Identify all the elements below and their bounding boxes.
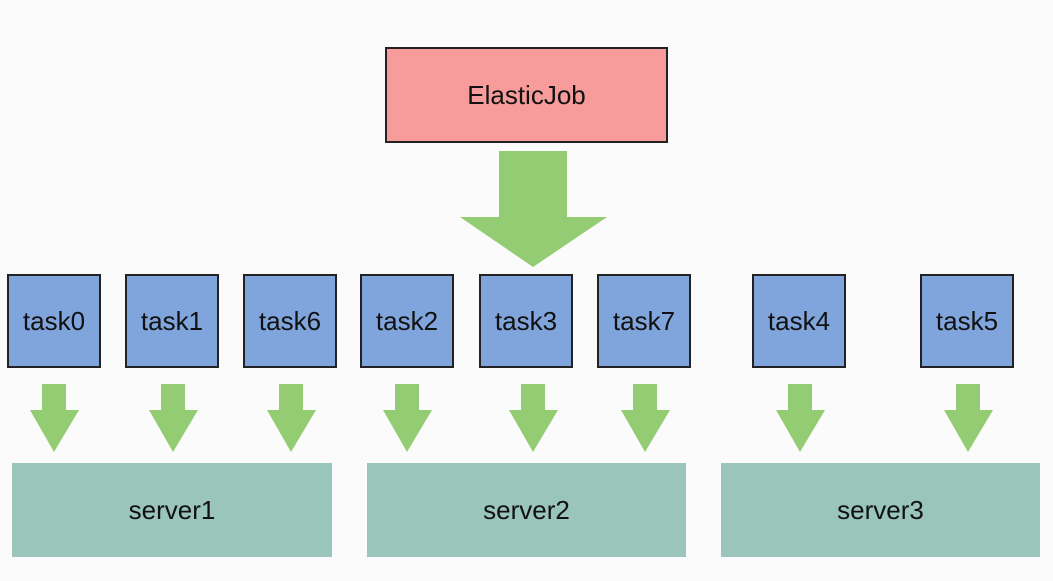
task-box-task1: task1 <box>125 274 219 368</box>
task-box-task5: task5 <box>920 274 1014 368</box>
task7-to-server2-arrow <box>621 384 670 452</box>
task-box-task6: task6 <box>243 274 337 368</box>
task3-to-server2-arrow <box>509 384 558 452</box>
server-label: server3 <box>837 494 924 525</box>
server-box-server2: server2 <box>367 463 686 557</box>
elasticjob-box: ElasticJob <box>385 47 668 143</box>
task6-to-server1-arrow <box>267 384 316 452</box>
task1-to-server1-arrow <box>149 384 198 452</box>
task-box-task0: task0 <box>7 274 101 368</box>
task-label: task6 <box>258 305 322 336</box>
task-box-task4: task4 <box>752 274 846 368</box>
server-box-server1: server1 <box>12 463 332 557</box>
server-box-server3: server3 <box>721 463 1040 557</box>
task0-to-server1-arrow <box>30 384 79 452</box>
server-label: server2 <box>483 494 570 525</box>
task-label: task7 <box>612 305 676 336</box>
task-label: task1 <box>140 305 204 336</box>
task-label: task3 <box>494 305 558 336</box>
task-label: task0 <box>22 305 86 336</box>
task-label: task4 <box>767 305 831 336</box>
task-label: task5 <box>935 305 999 336</box>
task-label: task2 <box>375 305 439 336</box>
task-box-task2: task2 <box>360 274 454 368</box>
task2-to-server2-arrow <box>383 384 432 452</box>
task4-to-server3-arrow <box>776 384 825 452</box>
task-box-task3: task3 <box>479 274 573 368</box>
elasticjob-label: ElasticJob <box>467 79 586 110</box>
task-box-task7: task7 <box>597 274 691 368</box>
main-down-arrow <box>460 151 607 267</box>
task5-to-server3-arrow <box>944 384 993 452</box>
server-label: server1 <box>128 494 216 525</box>
